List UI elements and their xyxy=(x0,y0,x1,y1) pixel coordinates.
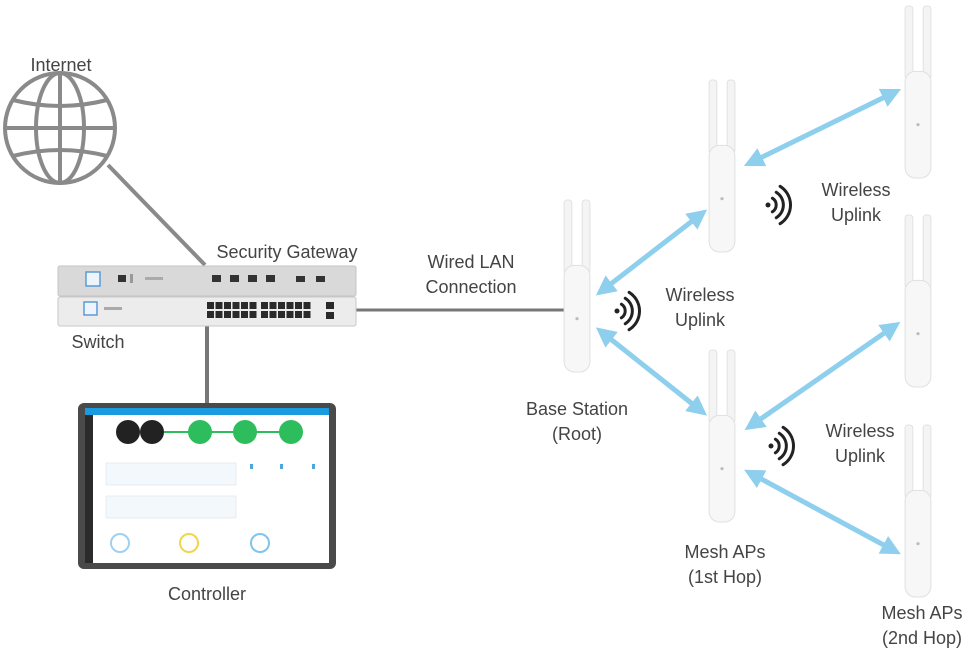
switch-port xyxy=(249,311,257,318)
base-station-line1: Base Station xyxy=(525,399,629,419)
wireless-line1: Wireless xyxy=(825,421,895,441)
mesh-2nd-line2: (2nd Hop) xyxy=(881,628,963,648)
globe-icon xyxy=(3,71,117,185)
wireless-line1: Wireless xyxy=(665,285,735,305)
wifi-signal-icon xyxy=(614,290,642,332)
switch-sfp-port xyxy=(326,302,334,309)
switch-port xyxy=(241,302,248,309)
switch-port xyxy=(295,302,302,309)
switch-port xyxy=(207,311,214,318)
wireless-link-arrow xyxy=(744,469,901,555)
internet-label: Internet xyxy=(30,55,92,75)
switch-port xyxy=(224,311,231,318)
switch-port xyxy=(286,311,294,318)
mesh-ap-1st-hop-bottom xyxy=(708,349,736,523)
switch-port xyxy=(241,311,248,318)
wireless-line1: Wireless xyxy=(821,180,891,200)
base-station-label: Base Station (Root) xyxy=(526,397,628,447)
wired-lan-line2: Connection xyxy=(425,277,517,297)
switch-port xyxy=(232,302,240,309)
switch-port xyxy=(303,311,311,318)
gateway-port xyxy=(230,275,239,282)
switch-port xyxy=(215,311,223,318)
mesh-ap-2nd-hop-middle xyxy=(904,214,932,388)
switch-sfp-port xyxy=(326,312,334,319)
controller-label: Controller xyxy=(167,584,247,604)
mesh-2nd-hop-label: Mesh APs (2nd Hop) xyxy=(881,601,962,651)
mesh-ap-1st-hop-top xyxy=(708,79,736,253)
wireless-link-arrow xyxy=(595,209,708,296)
wired-lan-label: Wired LAN Connection xyxy=(425,250,516,300)
switch-port xyxy=(269,302,277,309)
mesh-1st-line2: (1st Hop) xyxy=(687,567,763,587)
gateway-sfp-port xyxy=(296,276,305,282)
mesh-2nd-line1: Mesh APs xyxy=(881,603,963,623)
switch-port xyxy=(269,311,277,318)
switch-port xyxy=(261,311,268,318)
mesh-ap-2nd-hop-top xyxy=(904,5,932,179)
switch-port xyxy=(232,311,240,318)
switch-port xyxy=(215,302,223,309)
switch-port xyxy=(295,311,302,318)
switch-port xyxy=(303,302,311,309)
wifi-signal-icon xyxy=(765,184,793,226)
controller-monitor xyxy=(78,403,336,569)
switch-label: Switch xyxy=(71,332,125,352)
wired-lan-line1: Wired LAN xyxy=(427,252,515,272)
gateway-sfp-port xyxy=(316,276,325,282)
wireless-link-arrow xyxy=(744,321,901,431)
wireless-link-arrow xyxy=(595,327,708,416)
security-gateway-label: Security Gateway xyxy=(216,242,358,262)
switch-port xyxy=(278,311,285,318)
switch-port xyxy=(207,302,214,309)
internet-wire xyxy=(106,163,207,267)
switch-port xyxy=(286,302,294,309)
switch-port xyxy=(224,302,231,309)
wireless-link-arrow xyxy=(743,88,902,167)
uplink-line2: Uplink xyxy=(834,446,886,466)
base-station-line2: (Root) xyxy=(551,424,603,444)
gateway-port xyxy=(266,275,275,282)
mesh-1st-line1: Mesh APs xyxy=(684,542,766,562)
security-gateway-device xyxy=(57,265,357,297)
gateway-port xyxy=(212,275,221,282)
mesh-ap-2nd-hop-bottom xyxy=(904,424,932,598)
uplink-line2: Uplink xyxy=(830,205,882,225)
switch-port xyxy=(249,302,257,309)
gateway-port xyxy=(248,275,257,282)
switch-port xyxy=(261,302,268,309)
wifi-signal-icon xyxy=(768,425,796,467)
switch-device xyxy=(57,296,357,327)
switch-port xyxy=(278,302,285,309)
base-station-ap xyxy=(563,199,591,373)
uplink-line2: Uplink xyxy=(674,310,726,330)
mesh-1st-hop-label: Mesh APs (1st Hop) xyxy=(684,540,765,590)
